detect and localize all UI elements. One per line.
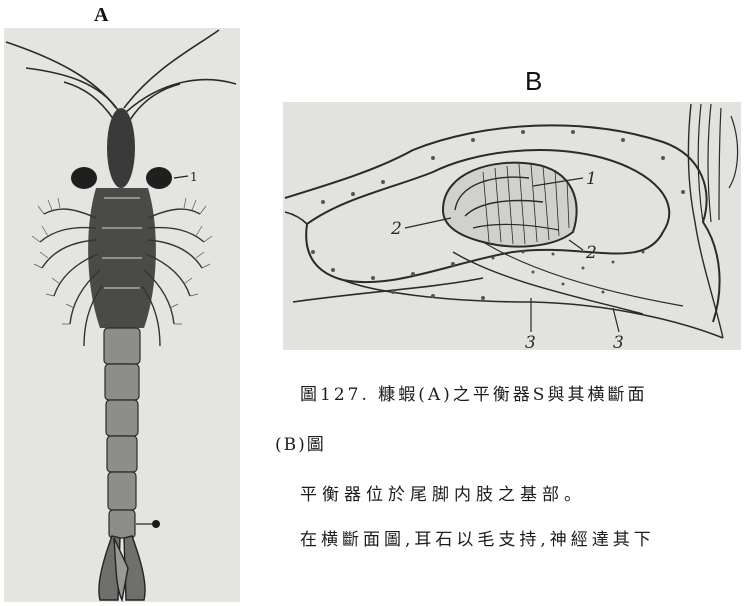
panel-b-callout-2-left: 2 [390, 219, 402, 239]
panel-b-callout-2-right: 2 [585, 243, 597, 263]
figure-caption-line-2: 在横斷面圖,耳石以毛支持,神經達其下 [300, 525, 655, 550]
panel-b-callout-3-right: 3 [613, 333, 624, 350]
figure-caption-line-1: 平衡器位於尾脚内肢之基部。 [300, 480, 586, 505]
panel-a-callout-1: 1 [190, 170, 198, 184]
mysid-shrimp-illustration: 1 [4, 28, 240, 602]
panel-b-callout-3-left: 3 [525, 333, 536, 350]
panel-b-callout-1: 1 [586, 169, 597, 189]
figure-caption-continuation: (B)圖 [275, 430, 326, 455]
statocyst-cross-section: 1 2 2 3 3 [283, 102, 741, 350]
panel-b-label: B [525, 66, 542, 97]
figure-caption-title: 圖127. 糠蝦(A)之平衡器S與其横斷面 [300, 380, 647, 405]
panel-a-label: A [94, 4, 108, 27]
